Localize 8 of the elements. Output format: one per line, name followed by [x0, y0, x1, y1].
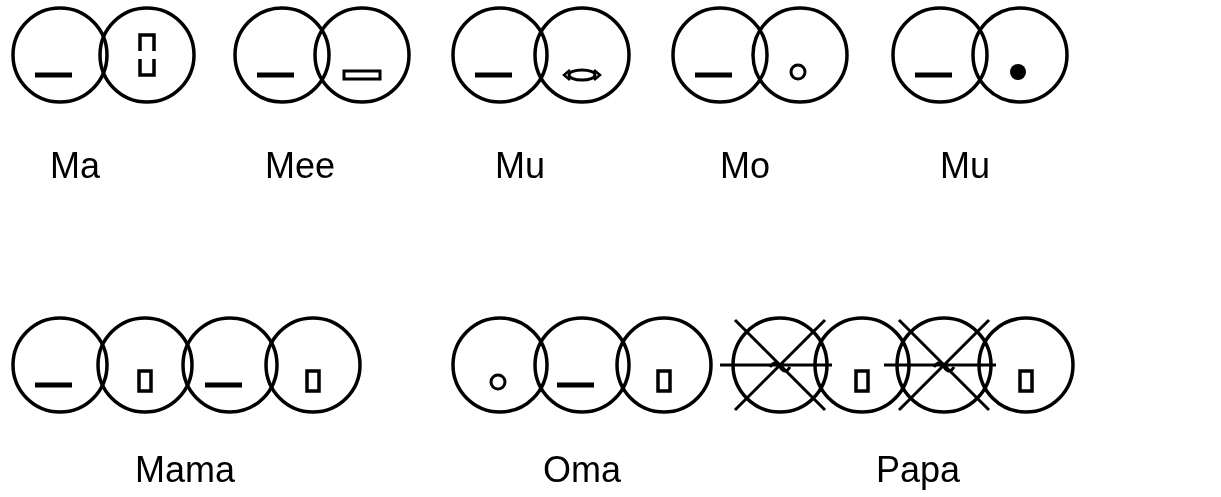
symbol-label: Ma [50, 148, 100, 184]
symbol-label: Mu [495, 148, 545, 184]
symbol-label: Mu [940, 148, 990, 184]
symbol-label: Mee [265, 148, 335, 184]
symbol-label: Mo [720, 148, 770, 184]
symbol-label: Papa [875, 452, 961, 488]
symbol-label: Oma [543, 452, 621, 488]
symbol-label: Mama [135, 452, 235, 488]
